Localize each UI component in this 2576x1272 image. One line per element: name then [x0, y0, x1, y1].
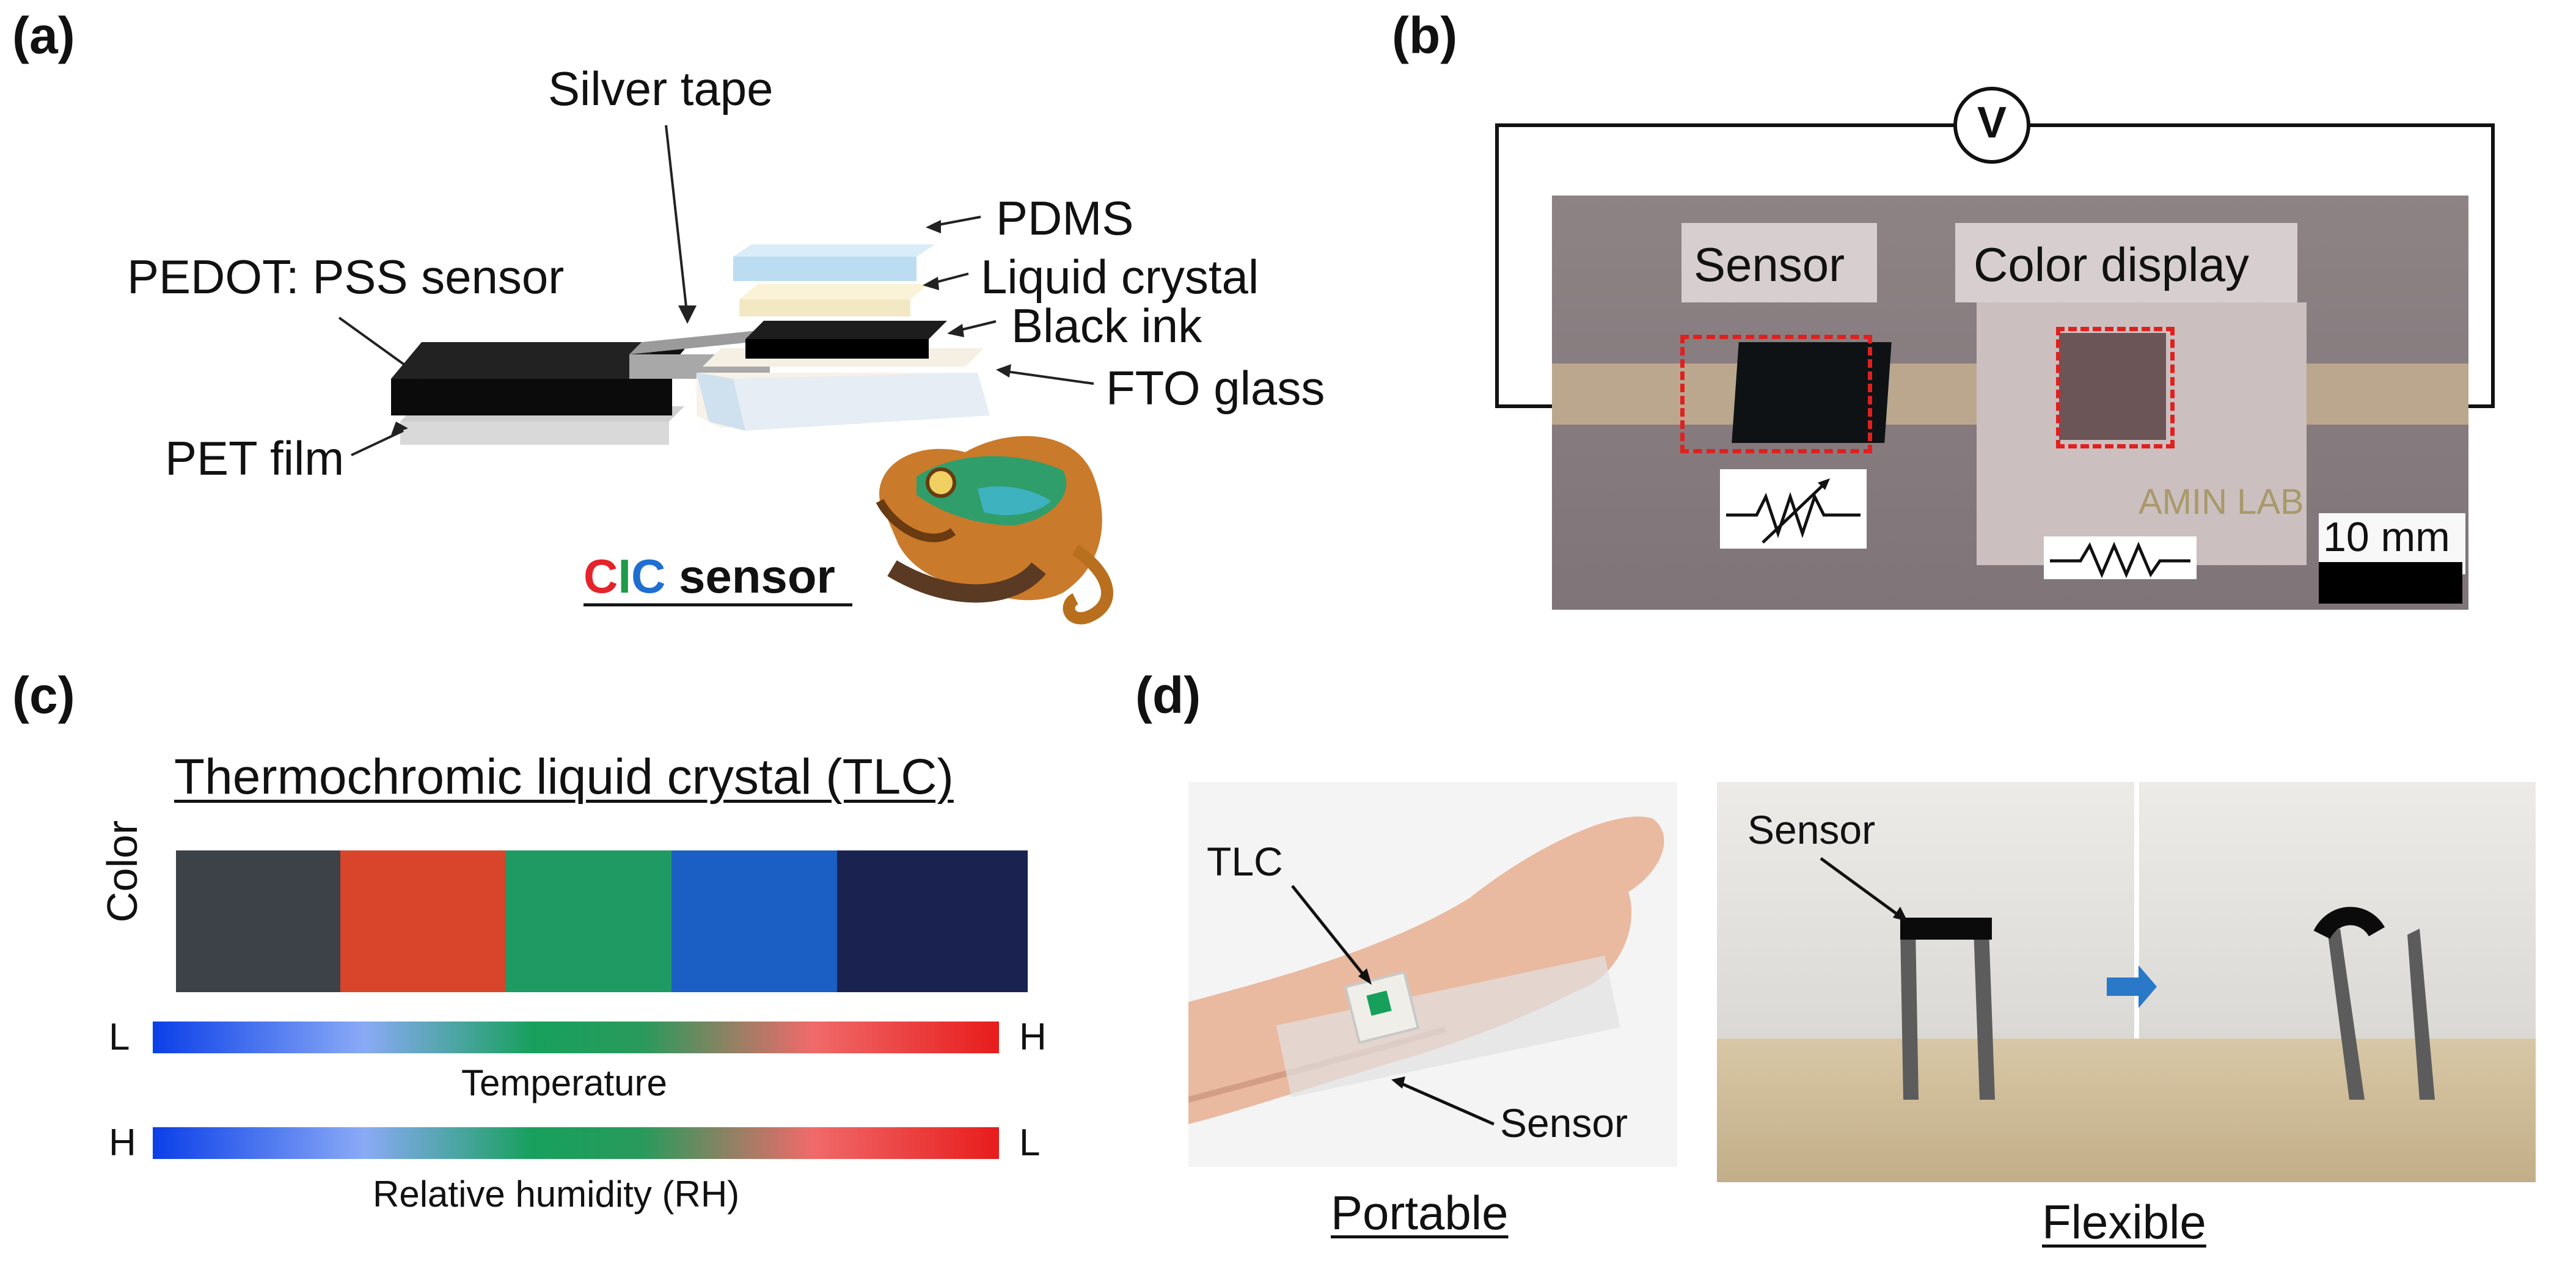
rh-low-label: L: [1019, 1122, 1041, 1164]
black-ink-label: Black ink: [1011, 299, 1202, 353]
display-square: [2059, 333, 2166, 440]
sensor-label: Sensor: [1694, 238, 1845, 291]
pet-film-layer: [400, 422, 669, 445]
silver-tape-shape: [629, 330, 764, 354]
pedot-sensor-label: PEDOT: PSS sensor: [127, 250, 565, 304]
rh-label: Relative humidity (RH): [373, 1174, 740, 1215]
right-arrow-icon: [2107, 965, 2157, 1008]
tlc-color-swatch: [176, 850, 367, 992]
temperature-gradient-bar: [153, 1022, 999, 1053]
variable-resistor-symbol: [1720, 469, 1867, 549]
flexible-caption: Flexible: [2042, 1195, 2206, 1249]
liquid-crystal-layer: [739, 299, 910, 316]
cic-letter-c2: C: [631, 549, 666, 603]
temperature-label: Temperature: [461, 1062, 667, 1103]
liquid-crystal-label: Liquid crystal: [981, 250, 1259, 304]
cic-sensor-title: CIC sensor: [584, 549, 835, 604]
pdms-label: PDMS: [996, 191, 1134, 245]
voltmeter-circle: [1953, 87, 2030, 164]
pet-film-label: PET film: [165, 431, 345, 485]
gloved-hands: [1717, 1039, 2536, 1182]
scale-bar: [2319, 562, 2462, 604]
temperature-low-label: L: [109, 1016, 130, 1058]
wrist-photo: TLC Sensor: [1188, 782, 1677, 1167]
tlc-title: Thermochromic liquid crystal (TLC): [174, 749, 954, 805]
panel-b-label: (b): [1392, 7, 1458, 64]
fto-glass-label: FTO glass: [1106, 361, 1325, 415]
color-axis-label: Color: [98, 820, 146, 923]
portable-caption: Portable: [1331, 1186, 1509, 1240]
panel-c-label: (c): [12, 667, 75, 724]
tlc-label: TLC: [1207, 839, 1283, 884]
pdms-layer: [733, 257, 917, 281]
panel-d-label: (d): [1135, 667, 1201, 724]
cic-letter-i: I: [618, 549, 632, 603]
tweezers-illustration: [1820, 857, 2435, 1100]
cic-sensor-word: sensor: [679, 549, 835, 603]
temperature-high-label: H: [1019, 1016, 1047, 1058]
pedot-sensor-layer: [391, 379, 672, 415]
panel-a-label: (a): [12, 7, 75, 64]
flex-photo: Sensor: [1717, 782, 2536, 1182]
resistor-symbol: [2044, 536, 2197, 579]
black-ink-layer: [745, 339, 929, 359]
wrist-sensor-label: Sensor: [1500, 1100, 1628, 1146]
pedot-sensor-top: [391, 342, 660, 379]
cic-letter-c1: C: [584, 549, 618, 603]
flat-sensor-strip: [1900, 918, 1992, 940]
tlc-color-swatch: [837, 850, 1028, 992]
color-display-label: Color display: [1974, 238, 2249, 291]
rh-gradient-bar: [153, 1127, 999, 1159]
display-highlight-box: [2056, 327, 2175, 448]
sensor-exploded-diagram: [338, 125, 1113, 624]
circuit-wires: [1495, 87, 2495, 408]
tlc-color-swatch: [340, 850, 531, 992]
flex-sensor-label: Sensor: [1747, 807, 1876, 852]
bent-sensor-strip: [2313, 907, 2385, 940]
chameleon-image: [876, 436, 1113, 624]
silver-tape-label: Silver tape: [548, 62, 774, 115]
sensor-highlight-box: [1680, 335, 1872, 453]
tlc-color-swatch: [671, 850, 862, 992]
voltmeter-label: V: [1977, 98, 2007, 147]
scale-bar-label: 10 mm: [2323, 514, 2450, 560]
rh-high-label: H: [109, 1122, 136, 1164]
tlc-color-swatch: [506, 850, 697, 992]
sensor-display-photo: AMIN LAB Sensor Color display 10 mm: [1552, 196, 2468, 610]
amin-lab-engraving: AMIN LAB: [2139, 482, 2304, 522]
